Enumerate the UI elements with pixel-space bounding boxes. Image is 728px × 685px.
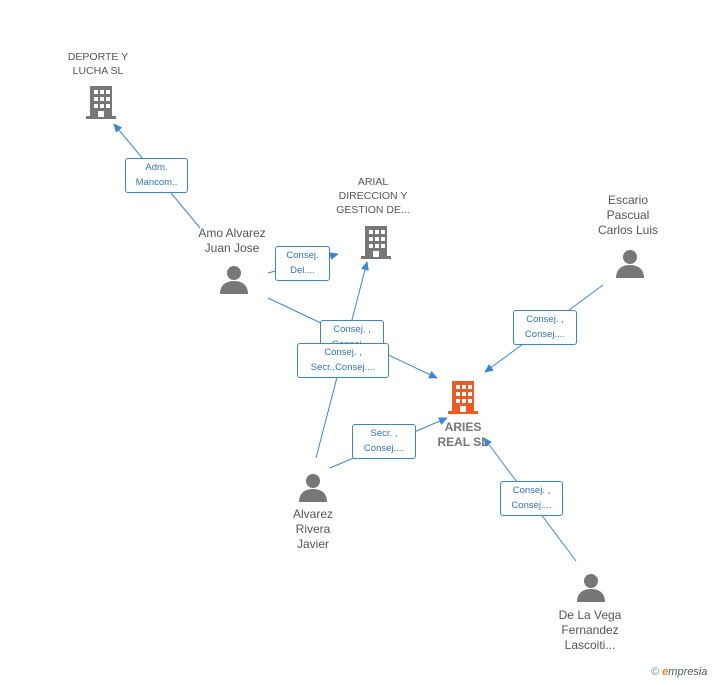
copyright-icon: © (651, 666, 660, 678)
node-label-aries[interactable]: ARIES REAL SL (437, 420, 489, 449)
person-icon[interactable] (577, 574, 605, 602)
relation-box-alvarez-arial[interactable]: Consej. , Secr.,Consej.... (297, 343, 389, 378)
relation-box-alvarez-aries[interactable]: Secr. , Consej.... (352, 424, 416, 459)
node-label-deporte[interactable]: DEPORTE Y LUCHA SL (67, 51, 129, 77)
building-icon[interactable] (86, 86, 116, 119)
relation-box-escario-aries[interactable]: Consej. , Consej.... (513, 310, 577, 345)
building-icon[interactable] (448, 381, 478, 414)
watermark: © empresia (651, 666, 707, 678)
relation-box-amo-arial[interactable]: Consej. Del.... (275, 246, 330, 281)
node-label-arial[interactable]: ARIAL DIRECCION Y GESTION DE... (336, 176, 410, 216)
node-label-escario[interactable]: Escario Pascual Carlos Luis (597, 193, 659, 237)
person-icon[interactable] (616, 250, 644, 278)
relation-box-delavega-aries[interactable]: Consej. , Consej.... (500, 481, 563, 516)
node-label-alvarez[interactable]: Alvarez Rivera Javier (292, 507, 333, 551)
brand-logo: empresia (662, 666, 708, 678)
relation-box-amo-deporte[interactable]: Adm. Mancom.. (125, 158, 188, 193)
node-label-amo[interactable]: Amo Alvarez Juan Jose (198, 226, 266, 255)
person-icon[interactable] (299, 474, 327, 502)
node-label-delavega[interactable]: De La Vega Fernandez Lascoiti... (558, 608, 622, 652)
person-icon[interactable] (220, 266, 248, 294)
building-icon[interactable] (361, 226, 391, 259)
